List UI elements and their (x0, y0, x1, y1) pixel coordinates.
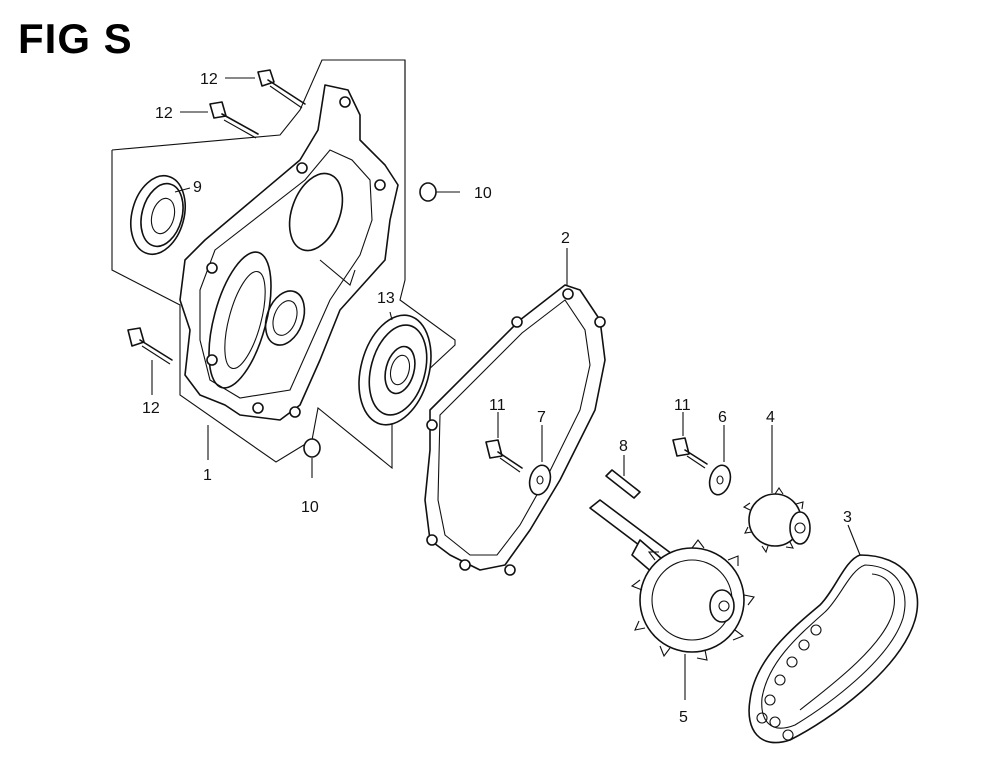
leader-lines (174, 187, 568, 460)
bolt-part-12-middle (180, 101, 259, 139)
bolt-part-12-lower (127, 327, 173, 395)
callout-labels: 1 2 3 4 5 6 7 8 9 10 10 11 11 12 12 12 1… (142, 71, 852, 726)
callout-13: 13 (377, 290, 395, 307)
callout-7: 7 (537, 409, 546, 426)
dowel-pin-part-10-lower (303, 438, 321, 478)
callout-9: 9 (193, 179, 202, 196)
callout-6: 6 (718, 409, 727, 426)
chain-part-3 (748, 524, 919, 744)
bolt-part-11-left (485, 412, 523, 473)
washer-part-6 (708, 425, 732, 496)
gear-case-part-1 (179, 84, 399, 421)
shaft-sprocket-part-5 (589, 499, 755, 700)
oil-seal-part-9 (130, 174, 186, 256)
figure-title: FIG S (18, 15, 133, 62)
callout-3: 3 (843, 509, 852, 526)
bolt-part-12-upper (225, 69, 306, 109)
callout-12-lower: 12 (142, 400, 160, 417)
bearing-part-13 (358, 314, 432, 426)
washer-part-7 (528, 425, 552, 496)
dowel-pin-part-10-upper (419, 182, 460, 202)
callout-5: 5 (679, 709, 688, 726)
callout-12-middle: 12 (155, 105, 173, 122)
callout-1: 1 (203, 467, 212, 484)
bolt-part-11-right (672, 412, 708, 469)
callout-12-upper: 12 (200, 71, 218, 88)
key-pin-part-8 (605, 455, 641, 499)
callout-10-lower: 10 (301, 499, 319, 516)
callout-8: 8 (619, 438, 628, 455)
callout-10-upper: 10 (474, 185, 492, 202)
gasket-part-2 (424, 284, 606, 576)
callout-2: 2 (561, 230, 570, 247)
callout-4: 4 (766, 409, 775, 426)
callout-11-right: 11 (674, 397, 691, 414)
small-sprocket-part-4 (742, 425, 811, 554)
callout-11-left: 11 (489, 397, 506, 414)
